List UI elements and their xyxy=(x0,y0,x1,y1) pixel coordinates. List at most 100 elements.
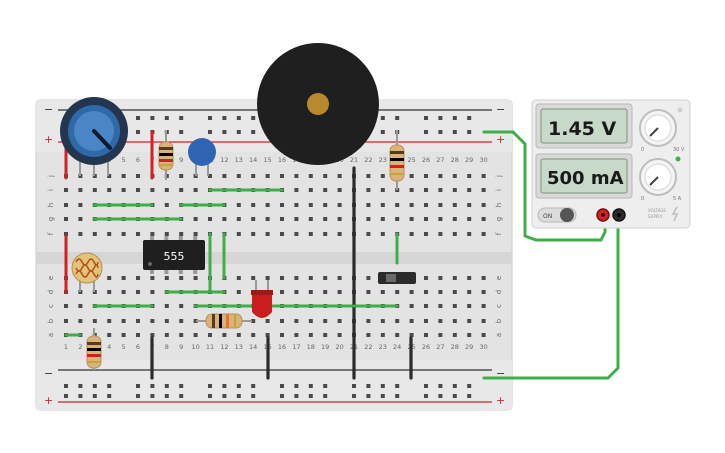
strip-hole[interactable] xyxy=(380,188,385,192)
rail-hole[interactable] xyxy=(236,394,241,398)
strip-hole[interactable] xyxy=(179,232,184,236)
rail-hole[interactable] xyxy=(380,130,385,134)
strip-hole[interactable] xyxy=(294,217,299,221)
strip-hole[interactable] xyxy=(236,232,241,236)
strip-hole[interactable] xyxy=(438,290,443,294)
strip-hole[interactable] xyxy=(438,276,443,280)
rail-hole[interactable] xyxy=(222,394,227,398)
strip-hole[interactable] xyxy=(136,232,140,236)
rail-hole[interactable] xyxy=(164,384,169,388)
led-red[interactable] xyxy=(251,280,273,318)
strip-hole[interactable] xyxy=(395,319,400,323)
strip-hole[interactable] xyxy=(107,333,112,337)
strip-hole[interactable] xyxy=(424,319,428,323)
rail-hole[interactable] xyxy=(467,384,472,388)
strip-hole[interactable] xyxy=(337,319,342,323)
rail-hole[interactable] xyxy=(380,394,385,398)
strip-hole[interactable] xyxy=(107,319,112,323)
rail-hole[interactable] xyxy=(222,130,227,134)
strip-hole[interactable] xyxy=(337,232,342,236)
strip-hole[interactable] xyxy=(409,333,414,337)
strip-hole[interactable] xyxy=(308,203,313,207)
rail-hole[interactable] xyxy=(179,130,184,134)
resistor-top-left[interactable] xyxy=(158,130,174,180)
rail-hole[interactable] xyxy=(467,116,472,120)
rail-hole[interactable] xyxy=(380,116,385,120)
rail-hole[interactable] xyxy=(64,384,68,388)
strip-hole[interactable] xyxy=(164,203,169,207)
strip-hole[interactable] xyxy=(409,217,414,221)
strip-hole[interactable] xyxy=(424,217,428,221)
strip-hole[interactable] xyxy=(452,304,457,308)
strip-hole[interactable] xyxy=(380,290,385,294)
strip-hole[interactable] xyxy=(150,276,155,280)
rail-hole[interactable] xyxy=(395,116,400,120)
rail-hole[interactable] xyxy=(78,384,83,388)
strip-hole[interactable] xyxy=(323,333,328,337)
strip-hole[interactable] xyxy=(280,333,284,337)
strip-hole[interactable] xyxy=(366,232,371,236)
strip-hole[interactable] xyxy=(193,217,198,221)
strip-hole[interactable] xyxy=(481,217,486,221)
strip-hole[interactable] xyxy=(438,174,443,178)
rail-hole[interactable] xyxy=(452,116,457,120)
strip-hole[interactable] xyxy=(409,319,414,323)
strip-hole[interactable] xyxy=(467,276,472,280)
strip-hole[interactable] xyxy=(366,174,371,178)
strip-hole[interactable] xyxy=(136,188,140,192)
strip-hole[interactable] xyxy=(467,188,472,192)
strip-hole[interactable] xyxy=(366,319,371,323)
strip-hole[interactable] xyxy=(64,203,68,207)
strip-hole[interactable] xyxy=(121,276,126,280)
strip-hole[interactable] xyxy=(452,188,457,192)
rail-hole[interactable] xyxy=(236,130,241,134)
strip-hole[interactable] xyxy=(179,174,184,178)
rail-hole[interactable] xyxy=(150,116,155,120)
strip-hole[interactable] xyxy=(323,203,328,207)
rail-hole[interactable] xyxy=(78,394,83,398)
strip-hole[interactable] xyxy=(150,290,155,294)
strip-hole[interactable] xyxy=(452,333,457,337)
switch-toggle[interactable] xyxy=(386,274,396,282)
strip-hole[interactable] xyxy=(481,304,486,308)
rail-hole[interactable] xyxy=(236,116,241,120)
strip-hole[interactable] xyxy=(308,276,313,280)
strip-hole[interactable] xyxy=(481,188,486,192)
strip-hole[interactable] xyxy=(452,174,457,178)
strip-hole[interactable] xyxy=(438,217,443,221)
strip-hole[interactable] xyxy=(222,217,227,221)
strip-hole[interactable] xyxy=(467,232,472,236)
strip-hole[interactable] xyxy=(150,232,155,236)
strip-hole[interactable] xyxy=(409,290,414,294)
strip-hole[interactable] xyxy=(409,174,414,178)
strip-hole[interactable] xyxy=(265,174,270,178)
strip-hole[interactable] xyxy=(107,188,112,192)
strip-hole[interactable] xyxy=(164,333,169,337)
strip-hole[interactable] xyxy=(481,276,486,280)
strip-hole[interactable] xyxy=(337,188,342,192)
rail-hole[interactable] xyxy=(280,394,284,398)
strip-hole[interactable] xyxy=(424,174,428,178)
green-wires[interactable] xyxy=(64,130,620,380)
rail-hole[interactable] xyxy=(452,394,457,398)
strip-hole[interactable] xyxy=(294,203,299,207)
strip-hole[interactable] xyxy=(121,290,126,294)
strip-hole[interactable] xyxy=(467,290,472,294)
strip-hole[interactable] xyxy=(78,232,83,236)
strip-hole[interactable] xyxy=(64,319,68,323)
strip-hole[interactable] xyxy=(438,304,443,308)
rail-hole[interactable] xyxy=(467,394,472,398)
rail-hole[interactable] xyxy=(380,384,385,388)
strip-hole[interactable] xyxy=(251,232,256,236)
strip-hole[interactable] xyxy=(251,174,256,178)
strip-hole[interactable] xyxy=(424,304,428,308)
strip-hole[interactable] xyxy=(280,290,284,294)
strip-hole[interactable] xyxy=(193,333,198,337)
strip-hole[interactable] xyxy=(337,333,342,337)
rail-hole[interactable] xyxy=(467,130,472,134)
strip-hole[interactable] xyxy=(308,290,313,294)
rail-hole[interactable] xyxy=(164,394,169,398)
strip-hole[interactable] xyxy=(308,319,313,323)
strip-hole[interactable] xyxy=(366,188,371,192)
strip-hole[interactable] xyxy=(452,319,457,323)
